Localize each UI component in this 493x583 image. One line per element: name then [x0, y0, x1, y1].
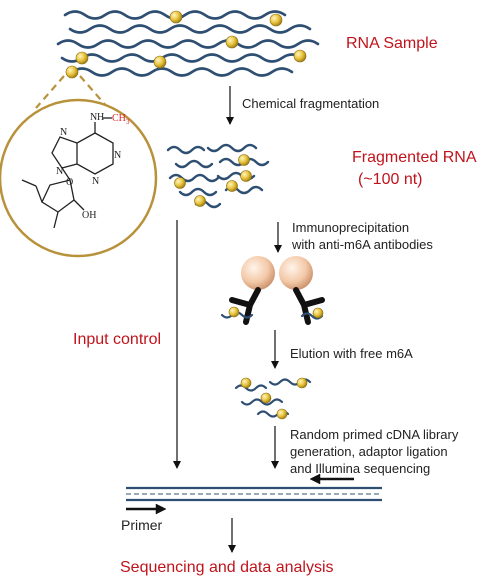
m6a-bead — [293, 49, 307, 63]
m6a-structure — [21, 117, 114, 229]
fragmented-rna-label-line2: (~100 nt) — [358, 171, 423, 188]
methyl-label: CH — [112, 113, 126, 124]
rna-fragment — [168, 173, 220, 183]
elution-label: Elution with free m6A — [290, 346, 413, 361]
rna-fragment — [174, 159, 214, 169]
rna-sample-label: RNA Sample — [346, 35, 438, 52]
amine-hydrogen: H — [97, 112, 104, 123]
immunoprecipitation-label-line1: Immunoprecipitation — [292, 220, 410, 235]
m6a-bead — [240, 170, 252, 182]
ribose-o5-bond — [21, 179, 37, 187]
rna-fragment — [206, 143, 258, 153]
sequencing-duplex — [126, 486, 382, 502]
reverse-primer-head — [309, 473, 321, 485]
rna-strand — [68, 24, 312, 34]
glycosidic-bond — [61, 167, 71, 181]
ring-atom-n1: N — [114, 150, 121, 161]
rna-strand — [56, 39, 320, 49]
library-label-line2: generation, adaptor ligation — [290, 444, 448, 459]
rna-fragment — [166, 145, 206, 155]
m6a-bead — [174, 177, 186, 189]
eluted-fragment — [234, 384, 268, 392]
m6a-bead — [169, 10, 183, 24]
m6a-bead — [65, 65, 79, 79]
ring-atom-n7: N — [60, 127, 67, 138]
ring-atom-n3: N — [92, 176, 99, 187]
immunoprecipitation-label-line2: with anti-m6A antibodies — [292, 237, 433, 252]
input-control-label: Input control — [73, 331, 162, 348]
m6a-atom-labels: N H CH 3 N N N N O OH — [56, 112, 130, 221]
m6a-bead — [225, 35, 239, 49]
ribose-ring — [41, 179, 75, 213]
antibody-left — [229, 287, 261, 325]
antibody-bead-right — [279, 256, 313, 290]
fragmented-rna-beads — [174, 154, 252, 207]
m6a-bead — [312, 307, 324, 319]
rna-sample-beads — [65, 10, 307, 79]
eluted-beads — [240, 377, 308, 420]
rna-strand — [70, 67, 294, 77]
rna-fragment — [178, 187, 218, 197]
m6a-bead — [260, 392, 272, 404]
ribose-oxygen: O — [66, 177, 73, 188]
primer-label: Primer — [121, 517, 163, 533]
library-label-line3: and Illumina sequencing — [290, 461, 431, 476]
m6a-bead — [269, 13, 283, 27]
flow-arrows — [173, 86, 282, 553]
m6a-bead — [153, 55, 167, 69]
ribose-c5-bond — [35, 185, 43, 203]
methyl-subscript: 3 — [126, 118, 130, 126]
m6a-bead — [240, 377, 252, 389]
final-step-label: Sequencing and data analysis — [120, 559, 334, 576]
fragmented-rna-label-line1: Fragmented RNA — [352, 149, 477, 166]
rna-sample-strands — [56, 10, 320, 77]
rna-strand — [60, 53, 304, 63]
fragmented-rna-strands — [166, 143, 270, 209]
m6a-bead — [226, 180, 238, 192]
ribose-c2-bond — [73, 199, 85, 211]
purine-five-ring — [51, 136, 78, 169]
amine-nitrogen: N — [90, 112, 97, 123]
primer-arrows — [126, 473, 354, 515]
antibody-complex — [220, 256, 325, 325]
antibody-bead-left — [241, 256, 275, 290]
m6a-bead — [238, 154, 250, 166]
hydroxyl-label: OH — [82, 210, 96, 221]
m6a-bead — [75, 51, 89, 65]
library-label-line1: Random primed cDNA library — [290, 427, 459, 442]
m6a-bead — [194, 195, 206, 207]
m6a-bead — [276, 408, 288, 420]
zoom-circle — [0, 98, 158, 258]
m6a-bead — [228, 306, 240, 318]
ring-atom-n9: N — [56, 166, 63, 177]
eluted-fragment — [240, 398, 284, 406]
m6a-bead — [296, 377, 308, 389]
forward-primer-head — [155, 503, 167, 515]
chemical-fragmentation-label: Chemical fragmentation — [242, 96, 380, 111]
ribose-c3-bond — [53, 211, 59, 229]
